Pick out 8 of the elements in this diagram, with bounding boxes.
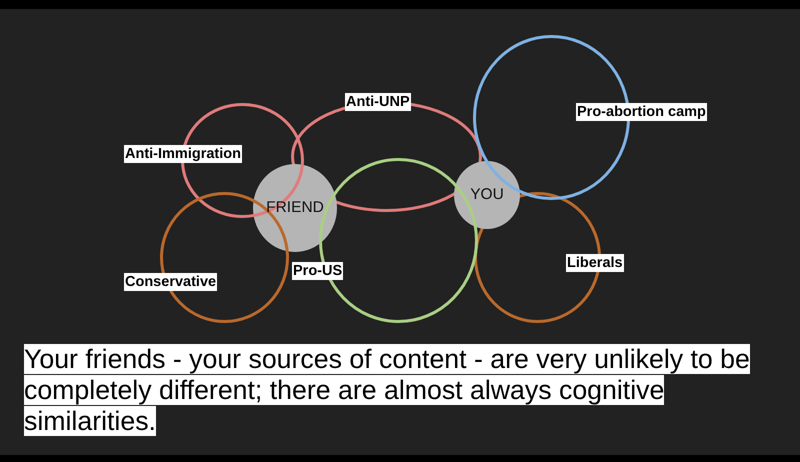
category-label: Anti-UNP xyxy=(345,93,411,111)
center-label: FRIEND xyxy=(266,199,324,217)
category-label: Liberals xyxy=(566,254,624,272)
category-label: Pro-US xyxy=(292,262,344,280)
center-label: YOU xyxy=(470,186,504,204)
category-label: Pro-abortion camp xyxy=(576,103,707,121)
category-label: Anti-Immigration xyxy=(124,145,242,163)
category-label: Conservative xyxy=(124,273,218,291)
